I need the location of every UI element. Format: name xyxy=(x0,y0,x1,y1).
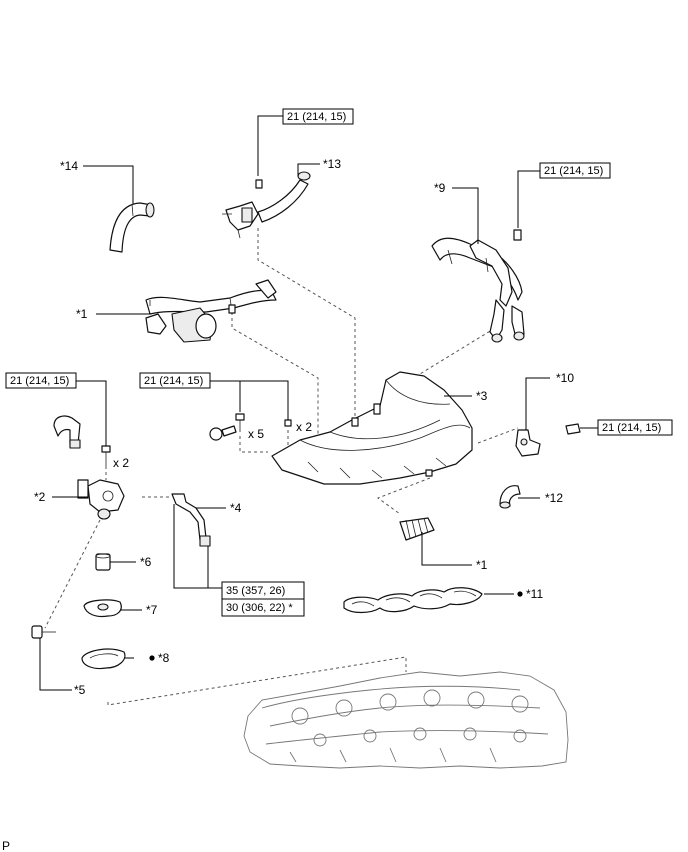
torque-text-right: 21 (214, 15) xyxy=(602,422,661,434)
non-reusable-dot-11 xyxy=(517,591,523,597)
callout-1-upper: *1 xyxy=(76,307,88,321)
torque-text-pipe-b: 30 (306, 22) * xyxy=(226,602,293,614)
fuel-pipe-part-4 xyxy=(171,493,211,547)
quantity-x2-left: x 2 xyxy=(113,456,129,470)
lifter-part-6 xyxy=(95,553,111,571)
hose-part-14 xyxy=(109,202,155,253)
callout-4: *4 xyxy=(230,501,242,515)
callout-10: *10 xyxy=(556,371,574,385)
callout-5: *5 xyxy=(74,683,86,697)
torque-box-center: 21 (214, 15) xyxy=(139,372,289,420)
callout-9: *9 xyxy=(434,181,446,195)
torque-box-pipe: 35 (357, 26) 30 (306, 22) * xyxy=(173,504,305,617)
hose-part-13 xyxy=(222,171,311,239)
callout-12: *12 xyxy=(545,491,563,505)
bolt-center-x5 xyxy=(235,413,245,432)
quantity-x2-center: x 2 xyxy=(296,420,312,434)
gasket-part-8 xyxy=(81,648,126,670)
callout-7: *7 xyxy=(146,603,158,617)
torque-box-right: 21 (214, 15) xyxy=(580,419,673,436)
torque-box-left: 21 (214, 15) xyxy=(5,372,107,446)
callout-11: *11 xyxy=(526,587,543,601)
bolt-part-5 xyxy=(31,625,56,639)
callout-leaders xyxy=(39,163,550,691)
engine-block-outline xyxy=(243,671,569,769)
bracket-part-10 xyxy=(515,423,581,457)
harness-part-1-upper xyxy=(145,279,277,343)
torque-text-right-upper: 21 (214, 15) xyxy=(544,165,603,177)
corner-mark: P xyxy=(2,839,10,852)
corrugated-tube-part-1-lower xyxy=(399,517,435,541)
quantity-x5: x 5 xyxy=(248,427,264,441)
callout-8: *8 xyxy=(158,651,170,665)
bolt-center-x2 xyxy=(284,419,292,427)
intake-manifold-part-3 xyxy=(271,371,473,485)
torque-text-pipe-a: 35 (357, 26) xyxy=(226,585,285,597)
elbow-fitting xyxy=(53,415,81,449)
fuel-pump-part-2 xyxy=(77,479,125,520)
callout-6: *6 xyxy=(140,555,152,569)
plate-part-7 xyxy=(83,599,122,618)
torque-box-top: 21 (214, 15) xyxy=(257,108,354,176)
alignment-lines xyxy=(44,228,519,706)
torque-text-top: 21 (214, 15) xyxy=(287,111,346,123)
stud-bolt-icon xyxy=(209,425,237,441)
torque-text-center: 21 (214, 15) xyxy=(144,375,203,387)
callout-14: *14 xyxy=(60,159,78,173)
callout-2: *2 xyxy=(34,490,46,504)
callout-3: *3 xyxy=(476,389,488,403)
pipe-part-9 xyxy=(431,229,525,343)
bolt-left xyxy=(101,445,111,466)
torque-box-right-upper: 21 (214, 15) xyxy=(517,162,611,228)
torque-text-left: 21 (214, 15) xyxy=(10,375,69,387)
callout-13: *13 xyxy=(323,157,341,171)
hose-part-12 xyxy=(499,485,521,509)
non-reusable-dot-8 xyxy=(149,655,155,661)
gasket-part-11 xyxy=(343,587,483,614)
callout-1-lower: *1 xyxy=(476,558,488,572)
